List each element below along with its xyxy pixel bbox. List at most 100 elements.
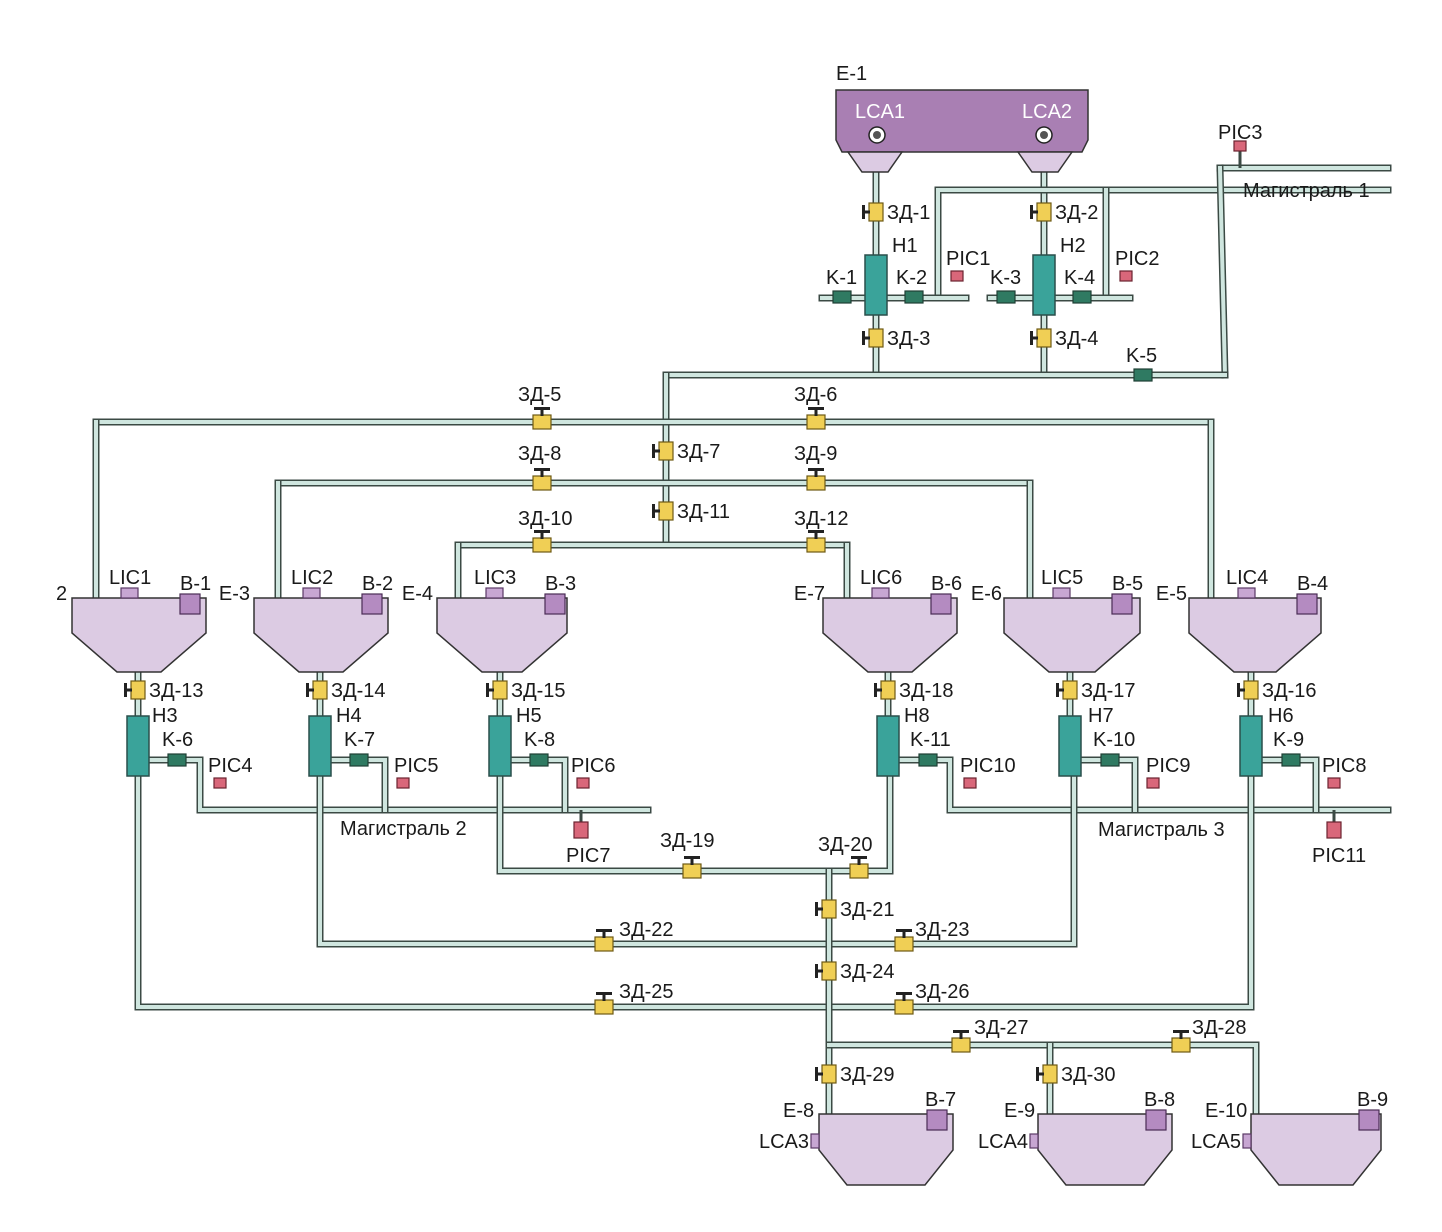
pressure-sensor-icon — [573, 821, 589, 839]
gate-valve-label: ЗД-30 — [1061, 1064, 1116, 1086]
breather-icon — [930, 593, 952, 615]
pipe-segment-inner — [136, 773, 1253, 1009]
control-valve-label: K-9 — [1273, 729, 1304, 751]
gate-valve-icon — [1062, 680, 1078, 700]
gate-valve-icon — [532, 537, 552, 553]
gate-valve-label: ЗД-17 — [1081, 680, 1136, 702]
gate-valve-icon — [312, 680, 328, 700]
valve-actuator-stem — [862, 210, 870, 214]
valve-actuator-stem — [602, 930, 606, 938]
control-valve-icon — [918, 753, 938, 767]
pump-h6-label: H6 — [1268, 705, 1294, 727]
pressure-sensor-label: PIC3 — [1218, 122, 1262, 144]
gate-valve-label: ЗД-10 — [518, 508, 573, 530]
valve-actuator-stem — [815, 969, 823, 973]
gate-valve-label: ЗД-12 — [794, 508, 849, 530]
breather-label: B-8 — [1144, 1089, 1175, 1111]
valve-actuator-stem — [1056, 688, 1064, 692]
level-controller-icon — [485, 587, 504, 599]
pipe-segment-inner — [1217, 165, 1228, 378]
valve-actuator-stem — [902, 993, 906, 1001]
breather-label: B-1 — [180, 573, 211, 595]
pump-h1-label: H1 — [892, 235, 918, 257]
control-valve-label: K-3 — [990, 267, 1021, 289]
gate-valve-label: ЗД-28 — [1192, 1017, 1247, 1039]
pressure-sensor-label: PIC7 — [566, 845, 610, 867]
gate-valve-label: ЗД-18 — [899, 680, 954, 702]
tank-e-7-body — [822, 597, 958, 673]
pressure-sensor-label: PIC6 — [571, 755, 615, 777]
pump-h6-icon — [1239, 715, 1263, 777]
tank-e-3-body — [253, 597, 389, 673]
breather-label: B-3 — [545, 573, 576, 595]
tank-label: E-3 — [219, 583, 250, 605]
pipe-network — [92, 150, 1392, 1119]
gate-valve-icon — [821, 1064, 837, 1084]
tank-label: E-10 — [1205, 1100, 1247, 1122]
level-controller-icon — [871, 587, 890, 599]
control-valve-icon — [904, 290, 924, 304]
pump-h4-label: H4 — [336, 705, 362, 727]
tank-e1-outlet-right — [1016, 151, 1074, 173]
valve-actuator-stem — [652, 509, 660, 513]
pipe-segment-inner — [1068, 758, 1137, 812]
breather-icon — [179, 593, 201, 615]
control-valve-label: K-2 — [896, 267, 927, 289]
gate-valve-icon — [821, 899, 837, 919]
pump-h3-label: H3 — [152, 705, 178, 727]
valve-actuator-stem — [540, 469, 544, 477]
pressure-sensor-icon — [950, 270, 964, 282]
pressure-sensor-icon — [1233, 140, 1247, 152]
breather-label: B-4 — [1297, 573, 1328, 595]
pipe-segment-inner — [318, 758, 387, 812]
gate-valve-icon — [130, 680, 146, 700]
gate-valve-label: ЗД-7 — [677, 441, 720, 463]
pipe-segment-inner — [936, 188, 1390, 300]
control-valve-icon — [529, 753, 549, 767]
pump-h7-icon — [1058, 715, 1082, 777]
gate-valve-icon — [1036, 202, 1052, 222]
valve-actuator-stem — [814, 531, 818, 539]
valve-actuator-stem — [690, 857, 694, 865]
valve-actuator-stem — [959, 1031, 963, 1039]
main-line-3-label: Магистраль 3 — [1098, 819, 1225, 841]
pump-h8-label: H8 — [904, 705, 930, 727]
pressure-sensor-icon — [396, 777, 410, 789]
gate-valve-icon — [868, 202, 884, 222]
control-valve-icon — [1072, 290, 1092, 304]
gate-valve-label: ЗД-4 — [1055, 328, 1098, 350]
gate-valve-label: ЗД-14 — [331, 680, 386, 702]
gate-valve-label: ЗД-29 — [840, 1064, 895, 1086]
pressure-sensor-icon — [963, 777, 977, 789]
gate-valve-icon — [658, 501, 674, 521]
control-valve-label: K-11 — [910, 729, 951, 751]
gate-valve-label: ЗД-15 — [511, 680, 566, 702]
breather-icon — [1296, 593, 1318, 615]
breather-icon — [1111, 593, 1133, 615]
valve-actuator-stem — [540, 531, 544, 539]
gate-valve-icon — [880, 680, 896, 700]
pressure-sensor-label: PIC4 — [208, 755, 252, 777]
gate-valve-icon — [658, 441, 674, 461]
level-alarm-icon — [1029, 1133, 1039, 1149]
control-valve-icon — [1133, 368, 1153, 382]
gate-valve-label: ЗД-6 — [794, 384, 837, 406]
breather-label: B-2 — [362, 573, 393, 595]
pipe-segment-inner — [318, 773, 1076, 946]
gate-valve-label: ЗД-9 — [794, 443, 837, 465]
tank-label: E-8 — [783, 1100, 814, 1122]
pressure-sensor-icon — [576, 777, 590, 789]
tank-e1-lca2-label: LCA2 — [1022, 101, 1072, 123]
control-valve-label: K-5 — [1126, 345, 1157, 367]
gate-valve-icon — [1243, 680, 1259, 700]
gate-valve-icon — [532, 414, 552, 430]
level-controller-icon — [1052, 587, 1071, 599]
lic-label: LIC2 — [291, 567, 333, 589]
breather-label: B-7 — [925, 1089, 956, 1111]
lic-label: LIC6 — [860, 567, 902, 589]
control-valve-icon — [1100, 753, 1120, 767]
pump-h1-icon — [864, 254, 888, 316]
valve-actuator-stem — [652, 449, 660, 453]
